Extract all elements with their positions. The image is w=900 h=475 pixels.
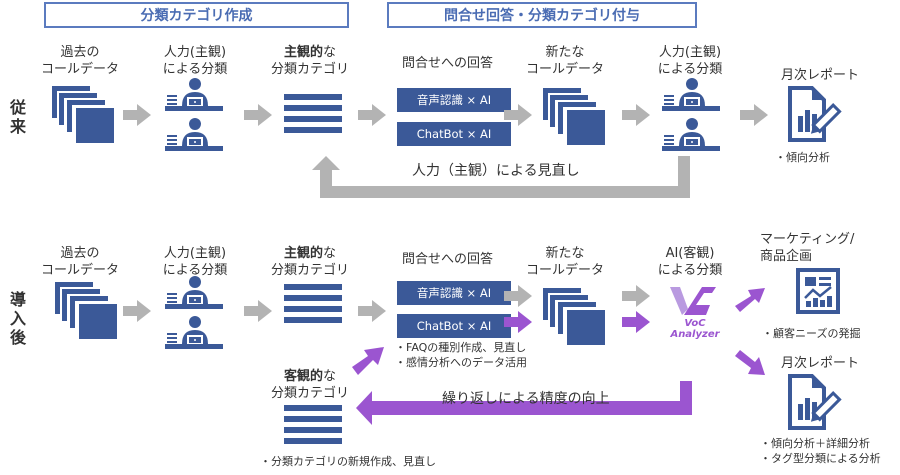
- row-label-after: 導入後: [9, 290, 26, 347]
- label-subjective-category: 主観的な分類カテゴリ: [270, 246, 349, 278]
- arrow-diagonal-up-icon: [352, 347, 384, 375]
- category-list-icon: [284, 284, 342, 323]
- dashboard-chart-icon: [796, 268, 840, 314]
- arrow-right-icon: [358, 104, 386, 126]
- label-ai-classification: AI(客観)による分類: [657, 246, 723, 278]
- label-manual-classification: 人力(主観)による分類: [162, 246, 228, 278]
- arrow-right-icon: [504, 285, 532, 307]
- loop-text-accuracy-improvement: 繰り返しによる精度の向上: [442, 391, 610, 407]
- arrow-diagonal-down-icon: [735, 350, 765, 375]
- label-subjective-category: 主観的な分類カテゴリ: [270, 45, 349, 77]
- arrow-right-icon: [358, 300, 386, 322]
- arrow-right-icon: [622, 104, 650, 126]
- feedback-loop-arrow: [312, 156, 690, 198]
- arrow-right-icon: [504, 104, 532, 126]
- person-at-desk-icon: [165, 276, 223, 349]
- label-manual-classification: 人力(主観)による分類: [162, 45, 228, 77]
- label-new-call-data: 新たなコールデータ: [525, 246, 604, 278]
- label-inquiry-answer: 問合せへの回答: [401, 252, 493, 267]
- arrow-right-icon: [244, 300, 272, 322]
- header-category-creation: 分類カテゴリ作成: [44, 2, 349, 28]
- report-edit-icon: [788, 374, 842, 430]
- arrow-right-icon: [740, 104, 768, 126]
- label-monthly-report: 月次レポート: [780, 68, 859, 83]
- loop-text-manual-review: 人力（主観）による見直し: [412, 163, 580, 179]
- label-inquiry-answer: 問合せへの回答: [401, 56, 493, 71]
- call-data-icon: [543, 288, 605, 345]
- marketing-note: ・顧客ニーズの発掘: [762, 327, 861, 340]
- label-past-data: 過去のコールデータ: [40, 45, 119, 77]
- label-monthly-report: 月次レポート: [780, 356, 859, 371]
- category-list-icon: [284, 94, 342, 133]
- report-note: ・傾向分析: [775, 151, 830, 164]
- report-note-2: ・タグ型分類による分析: [760, 452, 881, 465]
- row-label-before: 従来: [9, 98, 26, 136]
- call-data-icon: [543, 88, 605, 145]
- arrow-right-purple-icon: [622, 311, 650, 333]
- arrow-right-purple-icon: [504, 311, 532, 333]
- label-objective-category: 客観的な分類カテゴリ: [270, 369, 349, 401]
- label-marketing: マーケティング/商品企画: [760, 232, 855, 264]
- arrow-right-icon: [123, 104, 151, 126]
- header-inquiry-answer: 問合せ回答・分類カテゴリ付与: [387, 2, 697, 28]
- label-manual-classification-2: 人力(主観)による分類: [657, 45, 723, 77]
- arrow-right-icon: [244, 104, 272, 126]
- call-data-icon: [55, 282, 117, 339]
- voice-recognition-ai-box: 音声認識 × AI: [397, 281, 511, 305]
- label-past-data: 過去のコールデータ: [40, 246, 119, 278]
- person-at-desk-icon: [165, 78, 223, 151]
- voc-analyzer-logo-icon: [670, 287, 716, 315]
- improvement-loop-arrow: [356, 381, 692, 425]
- label-new-call-data: 新たなコールデータ: [525, 45, 604, 77]
- call-data-icon: [52, 86, 114, 143]
- arrow-right-icon: [622, 285, 650, 307]
- arrow-diagonal-up-icon: [735, 288, 765, 312]
- report-note-1: ・傾向分析＋詳細分析: [760, 437, 870, 450]
- chatbot-ai-box: ChatBot × AI: [397, 314, 511, 338]
- report-edit-icon: [788, 86, 842, 142]
- chatbot-note-1: ・FAQの種別作成、見直し: [395, 341, 527, 354]
- arrow-right-icon: [123, 300, 151, 322]
- voice-recognition-ai-box: 音声認識 × AI: [397, 88, 511, 112]
- person-at-desk-icon: [662, 78, 720, 151]
- chatbot-note-2: ・感情分析へのデータ活用: [395, 356, 527, 369]
- category-list-icon: [284, 405, 342, 444]
- chatbot-ai-box: ChatBot × AI: [397, 122, 511, 146]
- objective-note: ・分類カテゴリの新規作成、見直し: [260, 455, 436, 468]
